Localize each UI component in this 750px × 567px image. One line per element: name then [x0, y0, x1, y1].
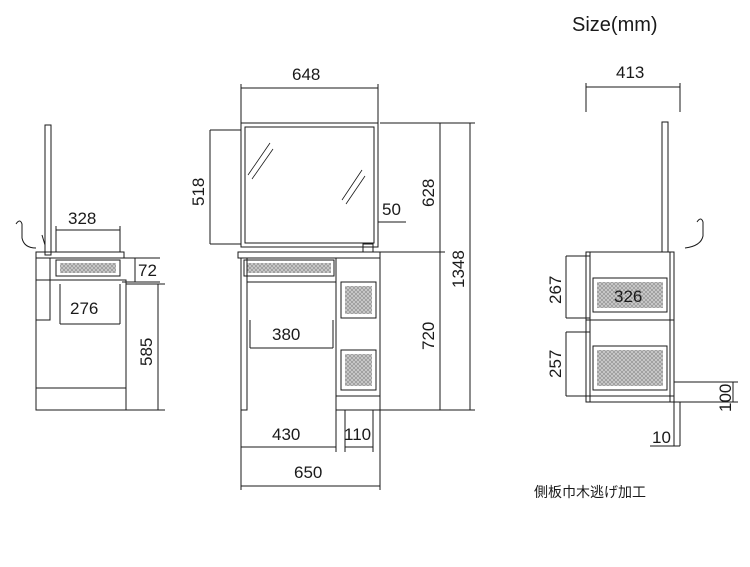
side-view — [15, 124, 165, 411]
right-drawer-upper — [592, 277, 668, 313]
side-mirror-panel — [44, 124, 52, 256]
right-dim-plinth-height: 100 — [716, 384, 735, 412]
mirror-reflection-1 — [247, 142, 271, 176]
front-dim-total-width: 650 — [294, 463, 322, 482]
mirror-reflection-2 — [341, 169, 363, 201]
side-mirror-bracket — [41, 234, 46, 246]
front-mirror-frame — [240, 122, 379, 248]
front-dim-upper-height: 628 — [419, 179, 438, 207]
right-view — [565, 83, 738, 447]
size-title: Size(mm) — [572, 14, 658, 36]
front-right-cabinet — [335, 257, 381, 411]
front-view — [209, 84, 475, 490]
front-dim-outlet-offset: 50 — [382, 200, 401, 219]
right-body — [585, 251, 675, 403]
side-dim-drawer-height: 72 — [138, 261, 157, 280]
side-table-top — [35, 251, 125, 259]
side-dim-inner-depth: 276 — [70, 299, 98, 318]
front-dim-knee-width: 380 — [272, 325, 300, 344]
front-dim-right-width: 110 — [344, 425, 371, 444]
note-text: 側板巾木逃げ加工 — [534, 484, 646, 500]
side-dim-top-depth: 328 — [68, 209, 96, 228]
front-drawer-lower — [340, 349, 377, 391]
right-dim-width: 413 — [616, 63, 644, 82]
front-dim-lower-height: 720 — [419, 322, 438, 350]
side-drawer — [55, 259, 121, 277]
front-mirror-glass — [244, 126, 375, 244]
right-cord — [684, 218, 704, 249]
outlet — [362, 243, 374, 253]
side-cord — [15, 220, 37, 249]
front-drawer-upper — [340, 281, 377, 319]
side-body — [35, 279, 127, 411]
front-dim-mirror-width: 648 — [292, 65, 320, 84]
side-drawer-texture — [60, 263, 116, 273]
right-drawer-lower — [592, 345, 668, 391]
right-dim-upper-drawer-height: 267 — [546, 276, 565, 304]
front-dim-left-width: 430 — [272, 425, 300, 444]
side-leg — [35, 257, 51, 321]
right-dim-lower-drawer-height: 257 — [546, 350, 565, 378]
right-dim-drawer-width: 326 — [614, 287, 642, 306]
front-table-top — [237, 251, 381, 259]
front-left-leg — [240, 257, 248, 411]
right-mirror-panel — [661, 121, 669, 253]
front-dim-mirror-height: 518 — [189, 178, 208, 206]
right-dim-plinth-recess: 10 — [652, 428, 671, 447]
side-dim-table-height: 585 — [137, 338, 156, 366]
front-dim-total-height: 1348 — [449, 250, 468, 288]
front-center-drawer — [243, 259, 335, 277]
